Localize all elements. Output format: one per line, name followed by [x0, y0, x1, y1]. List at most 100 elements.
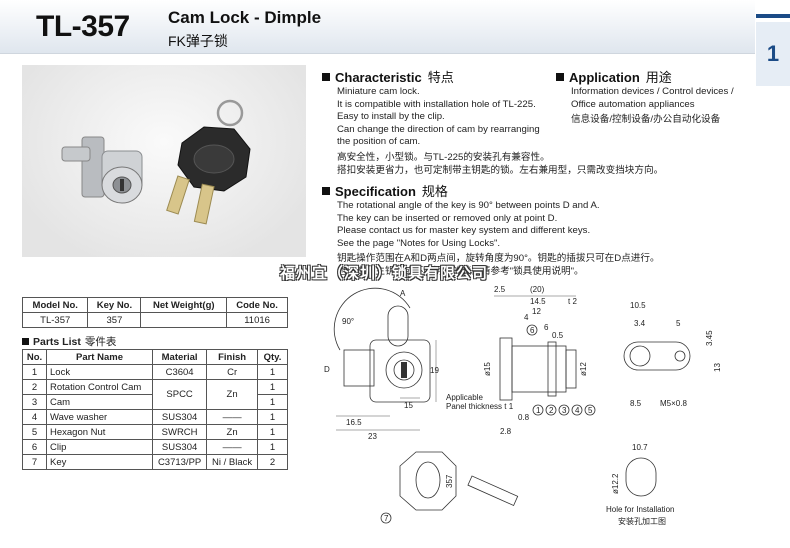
dim-12: 12	[532, 307, 541, 316]
cell-no: 5	[22, 424, 47, 440]
dim-5: 5	[676, 319, 681, 328]
header-part-name: Part Name	[46, 349, 153, 365]
lock-and-key-illustration	[61, 99, 251, 225]
cell-finish: Zn	[206, 424, 258, 440]
callout-1: 1	[536, 406, 541, 415]
model-number: TL-357	[36, 10, 130, 43]
cell-model-no: TL-357	[21, 312, 89, 328]
table-row: 2 Rotation Control Cam SPCC Zn 1	[22, 379, 288, 410]
specification-heading-cn: 规格	[421, 184, 448, 199]
specification-line-cn: 钥匙操作范围在A和D两点间，旋转角度为90°。钥匙的插拔只可在D点进行。	[337, 253, 660, 265]
specification-heading-en: Specification	[335, 184, 416, 199]
table-row: 4 Wave washer SUS304 —— 1	[22, 409, 288, 425]
cam-slot	[674, 350, 686, 362]
technical-drawing: 90° A D 19 15 16.5 23 2.5 (20) 14.5 t 2 …	[324, 285, 722, 526]
cell-key-no: 357	[87, 312, 142, 328]
cell-finish: Zn	[206, 379, 258, 410]
characteristic-line-cn: 搭扣安装更省力，也可定制带主钥匙的锁。左右兼用型，只需改变挡块方向。	[337, 164, 664, 176]
dim-10-5: 10.5	[630, 301, 646, 310]
characteristic-line: the position of cam.	[337, 136, 421, 148]
header-key-no: Key No.	[87, 297, 142, 313]
key-emblem	[415, 461, 441, 499]
characteristic-text: Miniature cam lock. It is compatible wit…	[337, 86, 663, 177]
barrel-outline	[511, 345, 567, 393]
hole-caption-en: Hole for Installation	[606, 505, 674, 514]
dim-6: 6	[544, 323, 549, 332]
hex-nut-outline	[547, 341, 557, 397]
product-title-cn: FK弹子锁	[168, 33, 228, 49]
point-a-label: A	[400, 289, 406, 298]
callout-5: 5	[588, 406, 593, 415]
callout-3: 3	[562, 406, 567, 415]
dim-10-7: 10.7	[632, 443, 648, 452]
callout-7: 7	[384, 514, 389, 523]
characteristic-heading-en: Characteristic	[335, 70, 422, 85]
header-qty: Qty.	[257, 349, 288, 365]
cell-qty: 1	[257, 439, 288, 455]
cell-material: SWRCH	[151, 424, 208, 440]
cell-material: C3713/PP	[151, 454, 208, 470]
section-tab: 1	[756, 0, 790, 86]
cam-body	[343, 349, 375, 387]
dim-3-45: 3.45	[705, 330, 714, 346]
dim-0-8: 0.8	[518, 413, 530, 422]
point-d-label: D	[324, 365, 330, 374]
application-heading-en: Application	[569, 70, 640, 85]
cell-finish: ——	[206, 439, 258, 455]
watermark-text: 福州宜（深圳）锁具有限公司	[280, 265, 489, 282]
angle-label: 90°	[342, 317, 354, 326]
dim-2-8: 2.8	[500, 427, 512, 436]
cam-detail-view: 10.5 3.4 5 3.45 13 8.5 M5×0.8	[623, 301, 722, 408]
cell-part-name: Cam	[46, 394, 153, 410]
dim-4: 4	[524, 313, 529, 322]
header-no: No.	[22, 349, 47, 365]
cell-no: 2	[22, 379, 47, 395]
callout-6: 6	[530, 326, 535, 335]
characteristic-heading: Characteristic 特点	[322, 67, 454, 86]
callout-2: 2	[549, 406, 554, 415]
dim-20: (20)	[530, 285, 545, 294]
lock-body-outline	[369, 339, 431, 403]
flange-outline	[499, 337, 513, 401]
section-number: 1	[756, 22, 790, 86]
dim-m5: M5×0.8	[660, 399, 687, 408]
dim-14-5: 14.5	[530, 297, 546, 306]
cell-material: SUS304	[151, 409, 208, 425]
product-title: Cam Lock - Dimple	[168, 8, 322, 27]
specification-line: The key can be inserted or removed only …	[337, 212, 558, 224]
dim-23: 23	[368, 432, 377, 441]
dim-2-5: 2.5	[494, 285, 506, 294]
bullet-square-icon	[322, 73, 330, 81]
dim-phi15: ø15	[483, 362, 492, 376]
cell-qty: 1	[257, 409, 288, 425]
cam-side-outline	[565, 349, 577, 389]
cell-part-name: Wave washer	[46, 409, 153, 425]
application-line: Office automation appliances	[571, 98, 695, 110]
cell-code-no: 11016	[226, 312, 288, 328]
specification-text: The rotational angle of the key is 90° b…	[337, 200, 660, 279]
characteristic-line: Easy to install by the clip.	[337, 111, 445, 123]
application-line: Information devices / Control devices /	[571, 86, 734, 97]
dim-t2: t 2	[568, 297, 577, 306]
cell-qty: 1	[257, 424, 288, 440]
cell-finish: Cr	[206, 364, 258, 380]
cylinder-inner	[393, 359, 415, 381]
characteristic-heading-cn: 特点	[427, 70, 454, 85]
table-row: 6 Clip SUS304 —— 1	[22, 439, 288, 455]
bullet-square-icon	[556, 73, 564, 81]
model-table-header: Model No. Key No. Net Weight(g) Code No.	[21, 297, 288, 313]
application-heading: Application 用途	[556, 67, 672, 86]
application-heading-cn: 用途	[645, 70, 672, 85]
cell-no: 1	[22, 364, 47, 380]
cell-no: 3	[22, 394, 47, 410]
table-row: TL-357 357 11016	[21, 312, 288, 328]
cell-qty: 1	[257, 379, 288, 395]
key-drawing: 357 7	[380, 451, 519, 524]
dim-16-5: 16.5	[346, 418, 362, 427]
cell-finish: ——	[206, 409, 258, 425]
header-bar: TL-357 Cam Lock - Dimple FK弹子锁	[0, 0, 755, 54]
dim-3-4: 3.4	[634, 319, 646, 328]
dim-15: 15	[404, 401, 413, 410]
dim-phi12-2: ø12.2	[611, 473, 620, 494]
